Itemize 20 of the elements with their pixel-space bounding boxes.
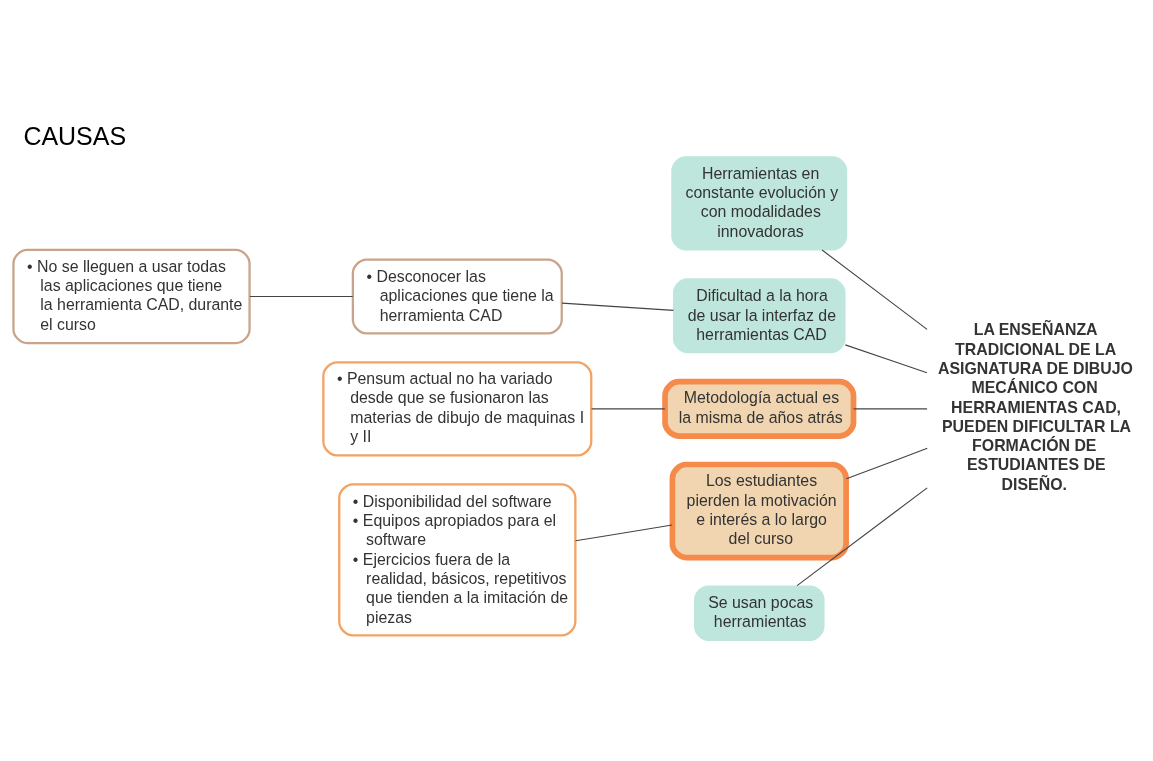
node-box: Metodología actual es la misma de años atrás	[662, 378, 857, 439]
connector	[821, 249, 928, 330]
node-box: • Disponibilidad del software • Equipos apropiados para el software • Ejercicios fuera de la realidad, básicos, repetitivos que tienden a la imitación de piezas	[338, 483, 577, 637]
diagram-title: CAUSAS	[23, 122, 127, 151]
connector	[249, 295, 354, 298]
node-box: • Desconocer las aplicaciones que tiene la herramienta CAD	[351, 258, 563, 335]
connector	[853, 408, 928, 410]
node-box: Los estudiantes pierden la motivación e interés a lo largo del curso	[669, 461, 849, 561]
connector	[844, 344, 928, 374]
node-box: • Pensum actual no ha variado desde que se fusionaron las materias de dibujo de maquinas I y II	[322, 361, 593, 457]
node-box: Herramientas en constante evolución y con modalidades innovadoras	[671, 156, 848, 251]
connector	[575, 524, 673, 542]
connector	[591, 408, 666, 410]
node-box: Se usan pocas herramientas	[694, 585, 825, 642]
connector	[845, 447, 928, 480]
node-text: LA ENSEÑANZA TRADICIONAL DE LA ASIGNATURA DE DIBUJO MECÁNICO CON HERRAMIENTAS CAD, PUEDEN DIFICULTAR LA FORMACIÓN DE ESTUDIANTES DE DISEÑO.	[938, 321, 1133, 493]
node-box: • No se lleguen a usar todas las aplicaciones que tiene la herramienta CAD, durante el curso	[12, 248, 251, 345]
connector	[561, 302, 674, 311]
connector	[796, 487, 928, 587]
node-box: Dificultad a la hora de usar la interfaz de herramientas CAD	[673, 278, 846, 354]
